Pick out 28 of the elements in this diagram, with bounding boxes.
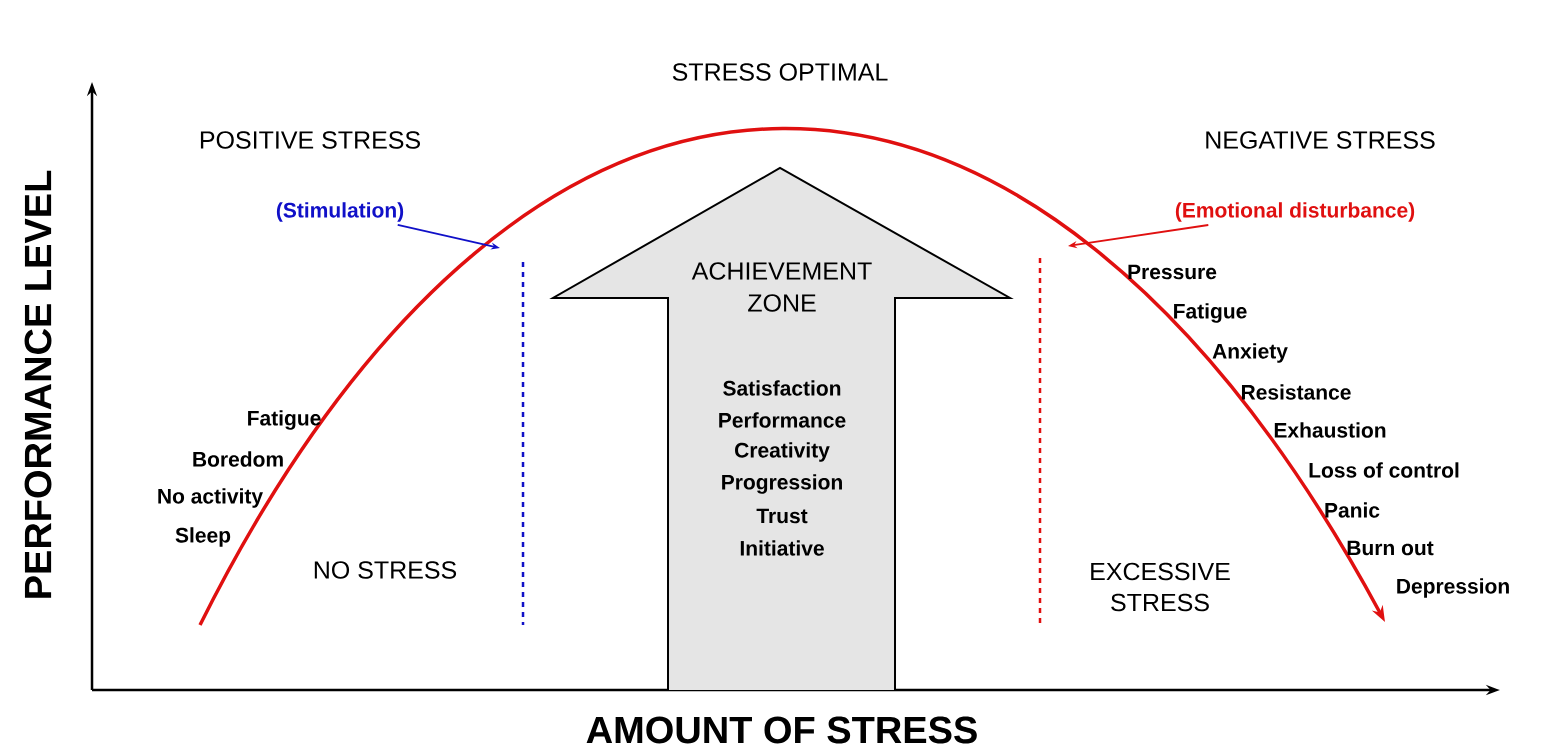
symptom-label: Boredom bbox=[193, 451, 283, 467]
symptom-label: Pressure bbox=[1128, 264, 1217, 280]
symptom-label: Sleep bbox=[175, 527, 231, 547]
symptom-label: Fatigue bbox=[1174, 303, 1247, 323]
region-heading: NEGATIVE STRESS bbox=[1206, 131, 1435, 149]
symptom-label: Loss of control bbox=[1309, 462, 1459, 478]
zone-item: Initiative bbox=[740, 540, 824, 556]
zone-item: Performance bbox=[719, 412, 846, 428]
region-heading: NO STRESS bbox=[314, 561, 457, 579]
zone-item: Progression bbox=[722, 474, 842, 494]
region-heading: EXCESSIVE STRESS bbox=[1091, 562, 1230, 612]
symptom-label: Resistance bbox=[1241, 384, 1351, 400]
symptom-label: Fatigue bbox=[248, 410, 321, 430]
callout-text: (Emotional disturbance) bbox=[1175, 202, 1415, 222]
region-heading: POSITIVE STRESS bbox=[200, 131, 420, 149]
zone-item: Trust bbox=[756, 508, 808, 524]
callout-text: (Stimulation) bbox=[276, 202, 404, 222]
axis-title: PERFORMANCE LEVEL bbox=[24, 170, 52, 598]
zone-item: Creativity bbox=[735, 442, 830, 462]
zone-title: ACHIEVEMENT ZONE bbox=[691, 262, 872, 312]
symptom-label: Depression bbox=[1397, 578, 1509, 598]
symptom-label: Panic bbox=[1325, 502, 1380, 518]
title-text: STRESS OPTIMAL bbox=[672, 63, 888, 81]
symptom-label: Anxiety bbox=[1212, 343, 1288, 363]
zone-item: Satisfaction bbox=[723, 380, 841, 396]
symptom-label: Burn out bbox=[1347, 540, 1434, 556]
symptom-label: No activity bbox=[158, 488, 263, 508]
symptom-label: Exhaustion bbox=[1274, 422, 1386, 438]
